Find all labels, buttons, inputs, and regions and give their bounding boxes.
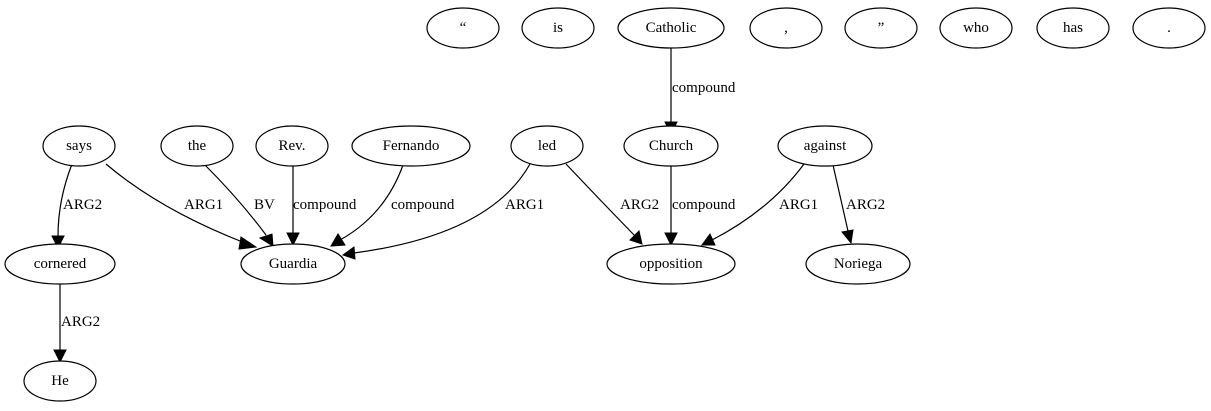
- svg-text:Guardia: Guardia: [269, 256, 318, 272]
- node-guardia: Guardia: [240, 243, 346, 285]
- edge-says-guardia: ARG1: [105, 163, 258, 250]
- svg-text:the: the: [188, 138, 207, 154]
- edge-label: ARG1: [505, 197, 544, 213]
- svg-text:Church: Church: [649, 138, 694, 154]
- edge-cornered-he: ARG2: [53, 283, 100, 364]
- edge-label: ARG2: [620, 197, 659, 213]
- svg-text:He: He: [51, 373, 69, 389]
- node-who: who: [939, 7, 1013, 49]
- edge-fernando-guardia: compound: [330, 164, 455, 247]
- edge-against-opposition: ARG1: [701, 163, 818, 246]
- svg-text:.: .: [1167, 20, 1171, 36]
- svg-text:has: has: [1063, 20, 1083, 36]
- svg-text:is: is: [553, 20, 563, 36]
- edge-label: ARG2: [61, 314, 100, 330]
- node-quote-close: ”: [844, 7, 918, 49]
- edge-label: BV: [254, 197, 275, 213]
- edge-label: ARG2: [63, 197, 102, 213]
- node-against: against: [777, 125, 873, 167]
- node-fernando: Fernando: [351, 125, 471, 167]
- svg-text:Rev.: Rev.: [279, 138, 306, 154]
- edge-label: ARG1: [184, 197, 223, 213]
- edge-catholic-church: compound: [664, 47, 736, 136]
- svg-text:cornered: cornered: [34, 256, 87, 272]
- svg-text:opposition: opposition: [639, 256, 703, 272]
- edge-rev-guardia: compound: [286, 165, 357, 247]
- svg-text:against: against: [804, 138, 847, 154]
- node-opposition: opposition: [606, 243, 736, 285]
- edge-says-cornered: ARG2: [51, 163, 102, 250]
- edge-led-opposition: ARG2: [565, 163, 659, 245]
- edge-against-noriega: ARG2: [832, 164, 885, 245]
- edge-the-guardia: BV: [203, 163, 275, 247]
- node-period: .: [1132, 7, 1206, 49]
- node-comma: ,: [749, 7, 823, 49]
- node-the: the: [160, 125, 234, 167]
- node-quote-open: “: [426, 7, 500, 49]
- node-has: has: [1036, 7, 1110, 49]
- svg-text:led: led: [538, 138, 557, 154]
- node-says: says: [42, 125, 116, 167]
- edge-label: compound: [672, 80, 736, 96]
- edge-label: ARG2: [846, 197, 885, 213]
- edge-label: ARG1: [779, 197, 818, 213]
- node-he: He: [23, 360, 97, 402]
- svg-text:who: who: [963, 20, 989, 36]
- node-noriega: Noriega: [805, 243, 911, 285]
- edge-label: compound: [293, 197, 357, 213]
- svg-text:Fernando: Fernando: [383, 138, 440, 154]
- node-rev: Rev.: [255, 125, 329, 167]
- svg-text:says: says: [66, 138, 92, 154]
- edge-led-guardia: ARG1: [341, 163, 544, 260]
- edge-label: compound: [391, 197, 455, 213]
- node-led: led: [510, 125, 584, 167]
- edge-church-opposition: compound: [664, 165, 736, 247]
- node-cornered: cornered: [4, 243, 116, 285]
- node-church: Church: [623, 125, 719, 167]
- svg-text:”: ”: [878, 20, 885, 36]
- svg-text:Noriega: Noriega: [834, 256, 883, 272]
- svg-text:“: “: [460, 20, 467, 36]
- edge-label: compound: [672, 197, 736, 213]
- node-is: is: [521, 7, 595, 49]
- node-catholic: Catholic: [617, 7, 725, 49]
- svg-text:,: ,: [784, 20, 788, 36]
- svg-text:Catholic: Catholic: [646, 20, 697, 36]
